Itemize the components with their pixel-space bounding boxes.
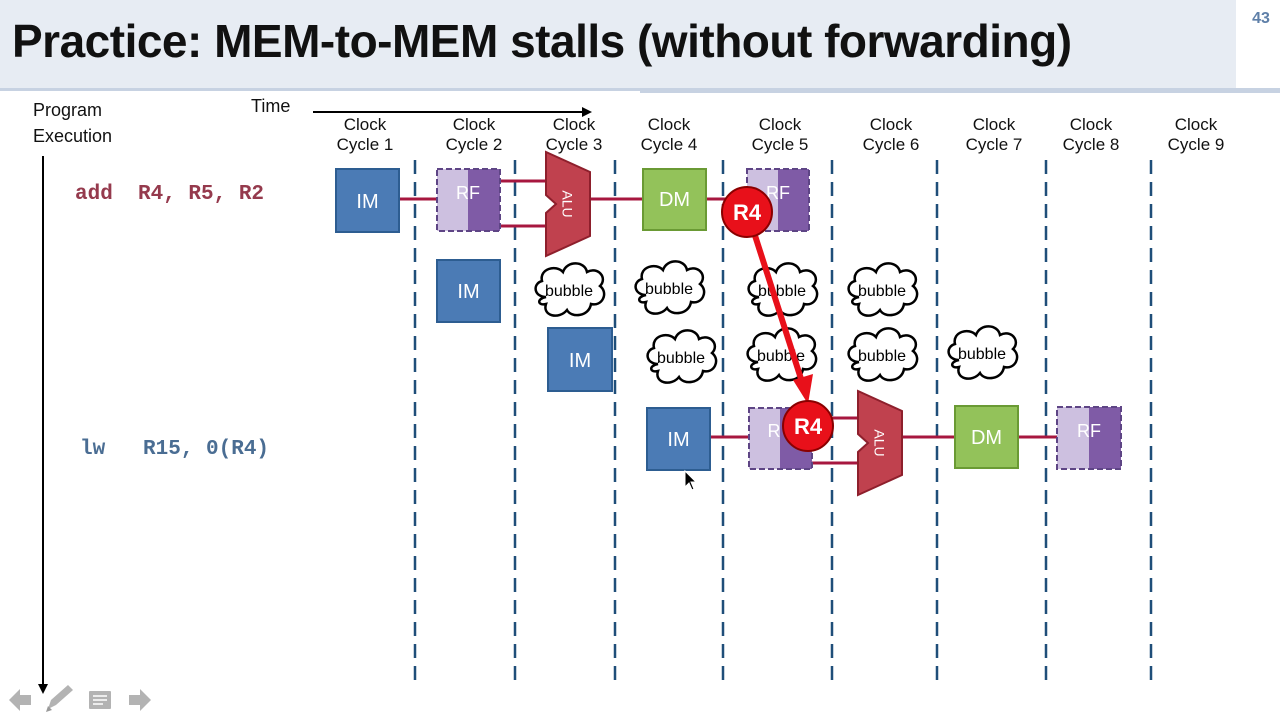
r4-source-marker: R4 bbox=[721, 186, 773, 238]
execution-label: Execution bbox=[33, 126, 113, 146]
svg-text:R4: R4 bbox=[794, 414, 823, 439]
bubble: bubble bbox=[646, 329, 718, 384]
slide-title: Practice: MEM-to-MEM stalls (without for… bbox=[12, 15, 1072, 67]
title-bar bbox=[0, 0, 1236, 88]
svg-text:bubble: bubble bbox=[858, 283, 906, 300]
svg-text:R: R bbox=[768, 421, 781, 441]
bubble: bubble bbox=[847, 262, 919, 317]
svg-text:DM: DM bbox=[971, 427, 1002, 449]
svg-text:IM: IM bbox=[667, 429, 689, 451]
time-axis bbox=[313, 107, 592, 117]
dependency-arrow bbox=[747, 219, 813, 404]
instruction-add: add R4, R5, R2 bbox=[75, 183, 265, 206]
stall-im-cycle-2: IM bbox=[436, 259, 501, 323]
title-divider bbox=[0, 88, 1280, 91]
bubble: bubble bbox=[746, 327, 818, 382]
bubble: bubble bbox=[747, 262, 819, 317]
svg-text:ALU: ALU bbox=[559, 190, 575, 217]
program-label: Program bbox=[33, 100, 103, 120]
svg-text:DM: DM bbox=[659, 189, 690, 211]
instruction-lw: lw R15, 0(R4) bbox=[80, 438, 270, 461]
stall-im-cycle-3: IM bbox=[547, 327, 613, 392]
svg-text:IM: IM bbox=[356, 191, 378, 213]
svg-text:bubble: bubble bbox=[657, 350, 705, 367]
lw-rf-writeback-stage: RF bbox=[1056, 406, 1122, 470]
add-alu-stage: ALU bbox=[545, 150, 591, 258]
svg-text:bubble: bubble bbox=[958, 346, 1006, 363]
svg-text:RF: RF bbox=[456, 183, 480, 203]
back-arrow-icon[interactable] bbox=[9, 689, 31, 711]
slideshow-nav bbox=[9, 685, 151, 712]
svg-text:R4: R4 bbox=[733, 200, 762, 225]
add-rf-stage: RF bbox=[436, 168, 501, 232]
notes-icon[interactable] bbox=[89, 691, 111, 709]
forward-arrow-icon[interactable] bbox=[129, 689, 151, 711]
svg-text:RF: RF bbox=[766, 183, 790, 203]
add-dm-stage: DM bbox=[642, 168, 707, 231]
slide-number: 43 bbox=[1252, 10, 1270, 27]
bubble: bubble bbox=[634, 260, 706, 315]
lw-im-stage: IM bbox=[646, 407, 711, 471]
r4-destination-marker: R4 bbox=[782, 400, 834, 452]
svg-text:bubble: bubble bbox=[758, 283, 806, 300]
svg-text:RF: RF bbox=[1077, 421, 1101, 441]
svg-text:ALU: ALU bbox=[871, 429, 887, 456]
bubble: bubble bbox=[847, 327, 919, 382]
svg-text:bubble: bubble bbox=[545, 283, 593, 300]
svg-text:bubble: bubble bbox=[645, 281, 693, 298]
time-label: Time bbox=[251, 96, 291, 116]
lw-dm-stage: DM bbox=[954, 405, 1019, 469]
program-axis bbox=[38, 156, 48, 694]
add-im-stage: IM bbox=[335, 168, 400, 233]
svg-text:bubble: bubble bbox=[858, 348, 906, 365]
mouse-cursor bbox=[684, 469, 698, 491]
bubble: bubble bbox=[947, 325, 1019, 380]
bubble: bubble bbox=[534, 262, 606, 317]
pen-icon[interactable] bbox=[46, 685, 73, 712]
title-divider-thin bbox=[640, 91, 1280, 93]
svg-text:IM: IM bbox=[569, 350, 591, 372]
lw-alu-stage: ALU bbox=[857, 389, 903, 497]
svg-text:IM: IM bbox=[457, 281, 479, 303]
